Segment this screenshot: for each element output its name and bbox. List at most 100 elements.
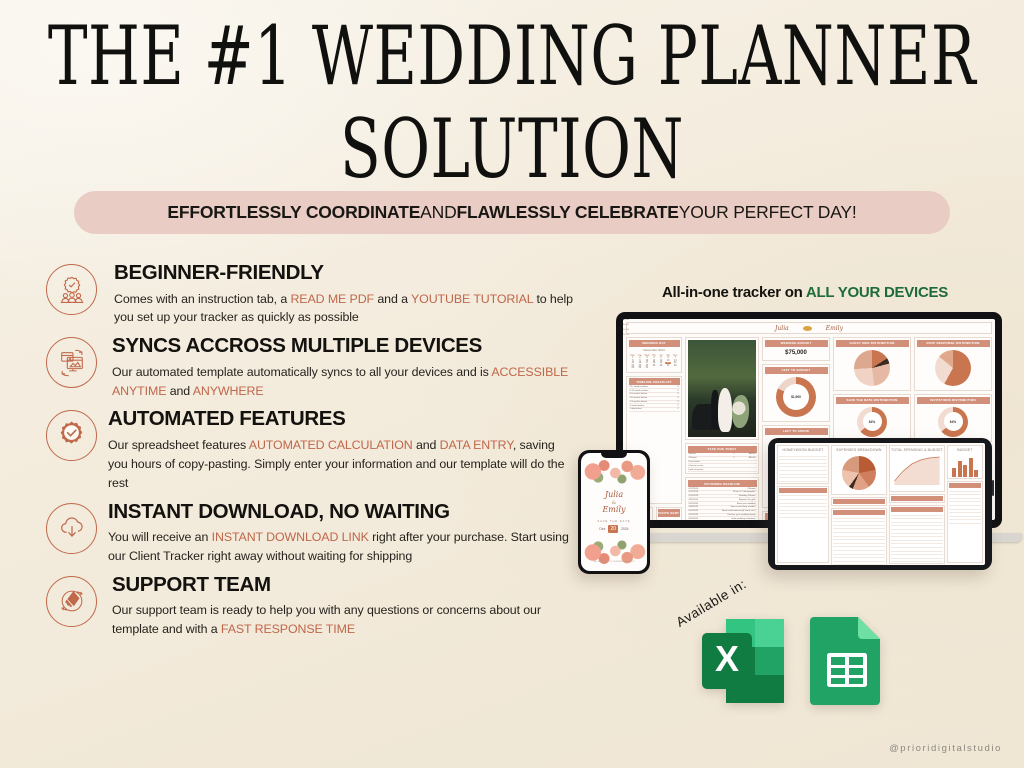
table-cell bbox=[779, 477, 795, 482]
table-cell bbox=[795, 495, 811, 500]
calendar-day[interactable]: 27 bbox=[666, 364, 670, 367]
table-cell bbox=[867, 554, 885, 559]
calendar-day[interactable]: 25 bbox=[652, 364, 656, 367]
bar bbox=[957, 461, 962, 477]
calendar-day[interactable]: 20 bbox=[664, 362, 672, 365]
feature-instant-download: INSTANT DOWNLOAD, NO WAITING You will re… bbox=[46, 500, 576, 566]
table-cell bbox=[833, 536, 851, 541]
table-cell bbox=[959, 501, 971, 506]
calendar-day[interactable]: 13 bbox=[666, 359, 670, 362]
table-cell bbox=[779, 499, 795, 504]
table-cell bbox=[867, 561, 885, 565]
left-to-budget-value: $1,900 bbox=[791, 394, 801, 399]
calendar-day[interactable]: 22 bbox=[631, 364, 635, 367]
calendar-day[interactable]: 11 bbox=[652, 359, 656, 362]
table-row bbox=[779, 477, 827, 482]
table-cell bbox=[735, 467, 757, 472]
table-cell: Officiant bbox=[687, 456, 728, 461]
table-cell: Order wedding invitations bbox=[704, 516, 757, 520]
phone-date-year: 2024 bbox=[621, 527, 629, 532]
tablet-side-button bbox=[992, 480, 994, 496]
table-row bbox=[891, 529, 943, 534]
calendar-day[interactable]: 6 bbox=[667, 357, 669, 360]
table-cell bbox=[970, 491, 981, 496]
table-cell bbox=[811, 477, 827, 482]
calendar-day[interactable]: 26 bbox=[659, 364, 663, 367]
calendar-day[interactable]: 24 bbox=[645, 364, 649, 367]
table-row bbox=[949, 498, 981, 503]
calendar-day[interactable]: 29 bbox=[631, 367, 635, 370]
table-cell bbox=[908, 551, 926, 556]
calendar-day[interactable]: 28 bbox=[673, 364, 677, 367]
invitation-donut: 64% bbox=[938, 406, 968, 437]
table-cell bbox=[795, 470, 811, 475]
table-cell bbox=[925, 543, 943, 548]
calendar-day[interactable]: 23 bbox=[638, 364, 642, 367]
calendar-day[interactable]: 8 bbox=[632, 359, 634, 362]
calendar-day[interactable]: 2 bbox=[639, 357, 641, 360]
table-cell bbox=[850, 554, 868, 559]
table-cell bbox=[727, 460, 736, 465]
calendar-day[interactable]: 19 bbox=[659, 362, 663, 365]
calendar-day[interactable]: 7 bbox=[674, 357, 676, 360]
rings-icon bbox=[802, 325, 812, 331]
table-cell bbox=[735, 463, 757, 469]
table-cell bbox=[925, 533, 943, 538]
calendar-day[interactable]: 9 bbox=[639, 359, 641, 362]
table-cell bbox=[811, 459, 827, 464]
calendar-day[interactable]: 17 bbox=[645, 362, 649, 365]
calendar-day[interactable]: 1 bbox=[632, 357, 634, 360]
table-cell bbox=[908, 558, 926, 563]
phone-date-day: 20 bbox=[608, 525, 619, 534]
left-to-budget-card: LEFT TO BUDGET $1,900 bbox=[762, 364, 830, 423]
table-cell bbox=[908, 518, 926, 523]
desc-pre: Our automated template automatically syn… bbox=[112, 364, 492, 379]
table-cell bbox=[949, 505, 960, 510]
table-cell bbox=[908, 515, 926, 520]
calendar-day[interactable]: 30 bbox=[638, 367, 642, 370]
table-cell: 1-3 months before bbox=[628, 400, 673, 405]
table-cell bbox=[891, 547, 909, 552]
tablet-column-2: EXPENSES BREAKDOWN bbox=[831, 445, 887, 565]
calendar-day[interactable]: 5 bbox=[660, 357, 662, 360]
calendar-day[interactable]: 21 bbox=[673, 362, 677, 365]
table-cell bbox=[811, 506, 827, 511]
calendar-day[interactable]: 16 bbox=[638, 362, 642, 365]
left-to-budget-label: LEFT TO BUDGET bbox=[764, 366, 828, 374]
checklist-title: TIMELINE CHECKLIST bbox=[628, 378, 680, 386]
calendar-day[interactable]: 10 bbox=[645, 359, 649, 362]
table-cell bbox=[779, 453, 795, 457]
calendar-day[interactable]: 18 bbox=[652, 362, 656, 365]
calendar-day[interactable]: 3 bbox=[646, 357, 648, 360]
calendar-weekday: Tue bbox=[637, 354, 642, 357]
table-cell bbox=[779, 513, 795, 518]
calendar-day[interactable]: 4 bbox=[653, 357, 655, 360]
floral-bottom-decoration bbox=[581, 539, 647, 569]
table-cell bbox=[811, 456, 827, 461]
table-row bbox=[779, 470, 827, 475]
table-row bbox=[891, 558, 943, 563]
calendar-day[interactable]: 14 bbox=[673, 359, 677, 362]
table-cell bbox=[925, 536, 943, 541]
table-cell bbox=[811, 470, 827, 475]
table-cell bbox=[795, 513, 811, 518]
calendar-day[interactable]: 31 bbox=[645, 367, 649, 370]
table-cell bbox=[779, 466, 795, 471]
table-cell bbox=[908, 533, 926, 538]
devices-heading-normal: All-in-one tracker on bbox=[661, 284, 806, 301]
table-cell bbox=[925, 529, 943, 534]
phone-mockup: Julia & Emily SAVE THE DATE Dec 20 2024 … bbox=[578, 450, 650, 574]
wedding-budget-label: WEDDING BUDGET bbox=[764, 339, 828, 347]
table-cell: 4/20/2024 bbox=[687, 497, 705, 503]
total-spending-area-chart bbox=[894, 456, 940, 485]
tagline-normal-2: YOUR PERFECT DAY! bbox=[678, 202, 857, 222]
calendar-day[interactable]: 15 bbox=[631, 362, 635, 365]
calendar-day[interactable]: 12 bbox=[659, 359, 663, 362]
table-cell bbox=[833, 515, 851, 519]
table-cell bbox=[850, 528, 868, 533]
